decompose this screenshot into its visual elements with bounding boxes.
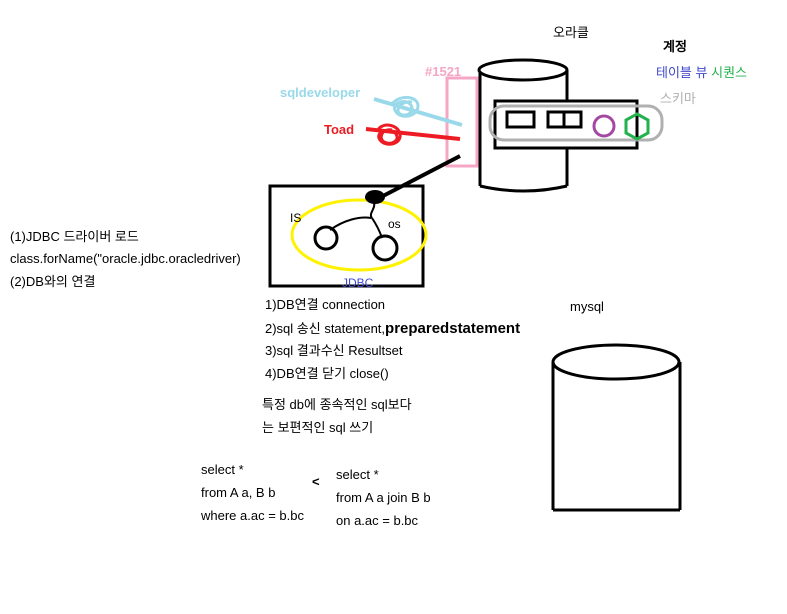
jdbc-oracle-link (382, 154, 461, 198)
comparison-symbol: < (312, 474, 320, 489)
oracle-object-types: 테이블 뷰 시퀀스 (656, 66, 747, 79)
sql-left-line-2: from A a, B b (201, 485, 276, 500)
jdbc-label: JDBC (342, 276, 374, 290)
step-2: 2)sql 송신 statement,preparedstatement (265, 321, 520, 336)
left-step-1: (1)JDBC 드라이버 로드 (10, 229, 139, 244)
note-line-2: 는 보편적인 sql 쓰기 (262, 420, 374, 435)
step-1: 1)DB연결 connection (265, 297, 386, 312)
sql-left-line-1: select * (201, 462, 244, 477)
right-node-circle (371, 234, 399, 262)
table-label: 테이블 (656, 65, 692, 80)
oracle-database-cylinder (477, 58, 569, 193)
account-label: 계정 (663, 39, 687, 54)
port-label: #1521 (425, 64, 462, 79)
purple-circle-icon (592, 114, 616, 138)
sql-right-line-3: on a.ac = b.bc (336, 513, 419, 528)
jdbc-oval (290, 198, 428, 272)
sqldeveloper-label: sqldeveloper (280, 85, 361, 100)
schema-label: 스키마 (660, 91, 696, 106)
left-step-3: (2)DB와의 연결 (10, 274, 96, 289)
os-label: os (388, 217, 401, 231)
step-2-text: 2)sql 송신 statement, (265, 321, 386, 336)
is-label: IS (290, 211, 302, 225)
step-4: 4)DB연결 닫기 close() (265, 366, 389, 381)
mysql-database-cylinder (551, 343, 682, 512)
left-node-circle (313, 225, 339, 251)
table-icon (505, 110, 536, 129)
step-2-extra: preparedstatement (385, 320, 521, 337)
toad-label: Toad (324, 122, 355, 137)
schema-outline (488, 104, 664, 142)
sql-right-line-2: from A a join B b (336, 490, 431, 505)
toad-connector (365, 123, 461, 146)
sql-right-line-1: select * (336, 467, 379, 482)
sqldeveloper-connector (373, 96, 463, 127)
green-hexagon-icon (624, 112, 650, 141)
synonym-label: 시퀀스 (711, 65, 747, 80)
jdbc-box (268, 184, 428, 288)
oracle-objects-box (488, 99, 664, 150)
connector-knob (365, 190, 385, 204)
mysql-label: mysql (570, 299, 604, 314)
note-line-1: 특정 db에 종속적인 sql보다 (262, 397, 412, 412)
step-3: 3)sql 결과수신 Resultset (265, 343, 403, 358)
view-label: 뷰 (695, 65, 708, 80)
oracle-label: 오라클 (553, 25, 589, 40)
sql-left-line-3: where a.ac = b.bc (201, 508, 304, 523)
left-step-2: class.forName("oracle.jdbc.oracledriver) (10, 251, 241, 266)
